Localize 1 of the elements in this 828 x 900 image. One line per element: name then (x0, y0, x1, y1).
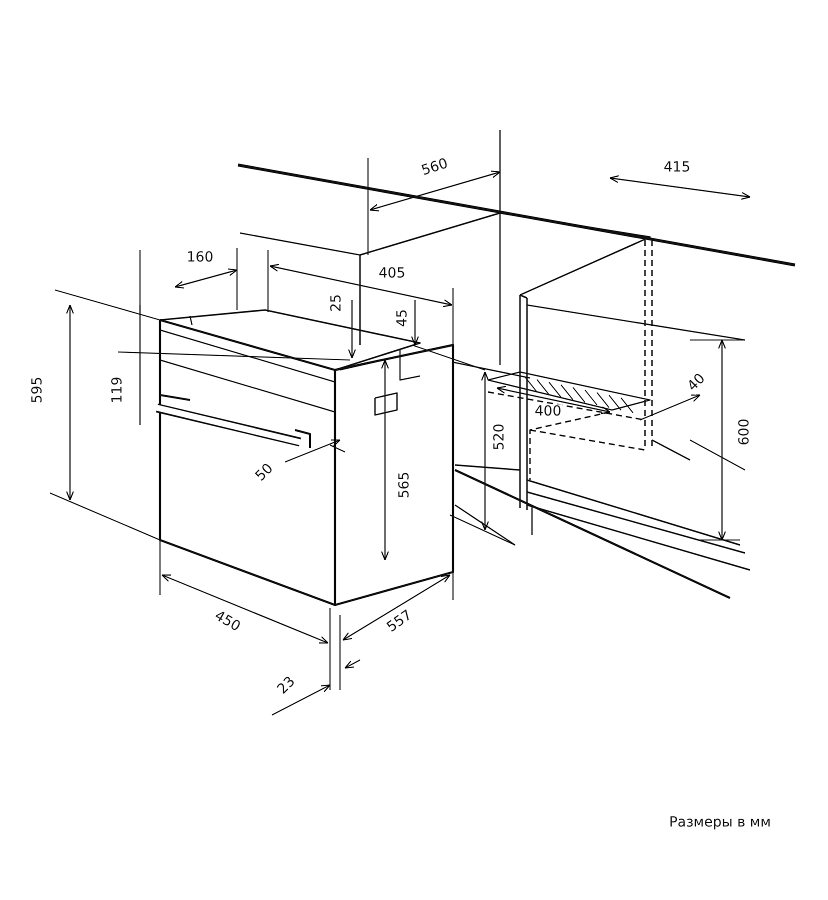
units-note: Размеры в мм (668, 815, 772, 831)
